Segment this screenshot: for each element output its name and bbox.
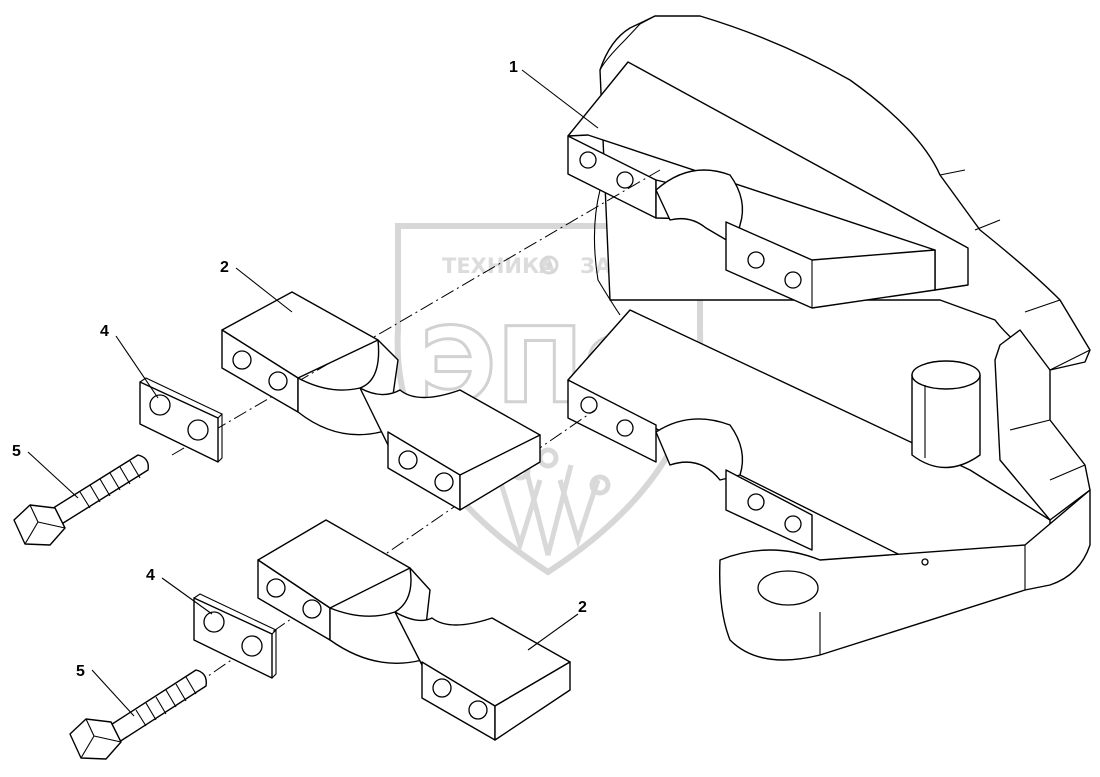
part-5-bolt-lower — [69, 669, 207, 760]
bracket-top-block — [567, 61, 969, 291]
part-1-bracket — [567, 15, 1091, 661]
centerline-upper — [171, 169, 661, 456]
gear-icon — [539, 255, 559, 275]
callout-4-upper: 4 — [100, 323, 109, 340]
callout-5-lower: 5 — [76, 663, 85, 680]
callout-4-lower: 4 — [146, 567, 155, 584]
callout-5-upper: 5 — [12, 443, 21, 460]
part-2-clamp-upper — [221, 291, 541, 511]
bracket-base-plate — [719, 489, 1091, 661]
part-4-plate-upper — [139, 377, 223, 463]
bracket-bushing — [911, 360, 981, 469]
callout-2-upper: 2 — [220, 259, 229, 276]
bracket-lower-saddle — [655, 418, 744, 481]
callout-1: 1 — [509, 59, 518, 76]
part-4-plate-lower — [193, 593, 277, 679]
bracket-upper-saddle — [655, 169, 744, 246]
part-5-bolt-upper — [13, 454, 149, 546]
callout-2-lower: 2 — [578, 599, 587, 616]
callouts: 1 2 2 4 4 5 5 — [12, 59, 599, 717]
part-2-clamp-lower — [257, 519, 571, 741]
watermark-text-left: ТЕХНИКА — [442, 254, 556, 278]
bracket-eye-hole — [757, 570, 819, 606]
